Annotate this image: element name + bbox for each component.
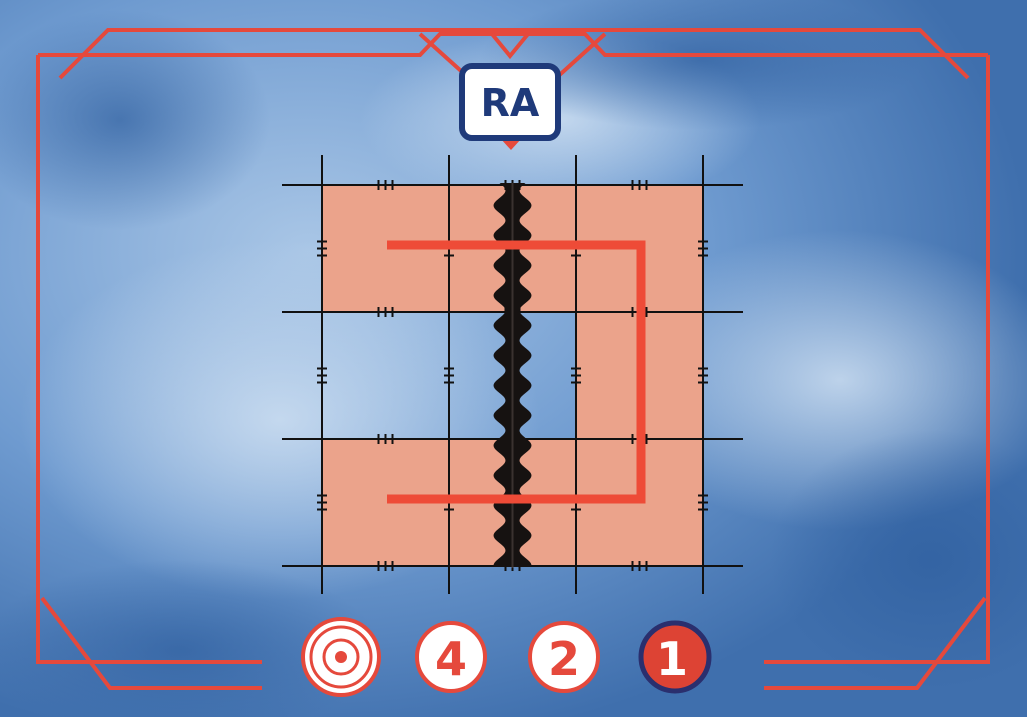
frame-line — [38, 32, 988, 57]
target-token — [301, 617, 381, 697]
card-code-badge: RA — [459, 63, 561, 150]
token-2-label: 2 — [548, 632, 580, 686]
frame-line — [490, 32, 530, 60]
frame-line — [764, 596, 987, 690]
route-path — [387, 240, 646, 504]
token-1: 1 — [638, 620, 712, 694]
token-1-label: 1 — [656, 632, 688, 686]
route-line — [387, 240, 646, 504]
token-2: 2 — [528, 621, 600, 693]
frame-line — [36, 55, 262, 664]
frame-line — [58, 28, 970, 80]
frame-line — [40, 596, 262, 690]
frame-line — [764, 55, 990, 664]
card-frame — [36, 28, 990, 690]
score-tokens: 4 2 1 — [301, 617, 712, 697]
token-4: 4 — [415, 621, 487, 693]
card-code: RA — [481, 81, 540, 125]
token-4-label: 4 — [435, 632, 467, 686]
target-icon — [335, 651, 347, 663]
